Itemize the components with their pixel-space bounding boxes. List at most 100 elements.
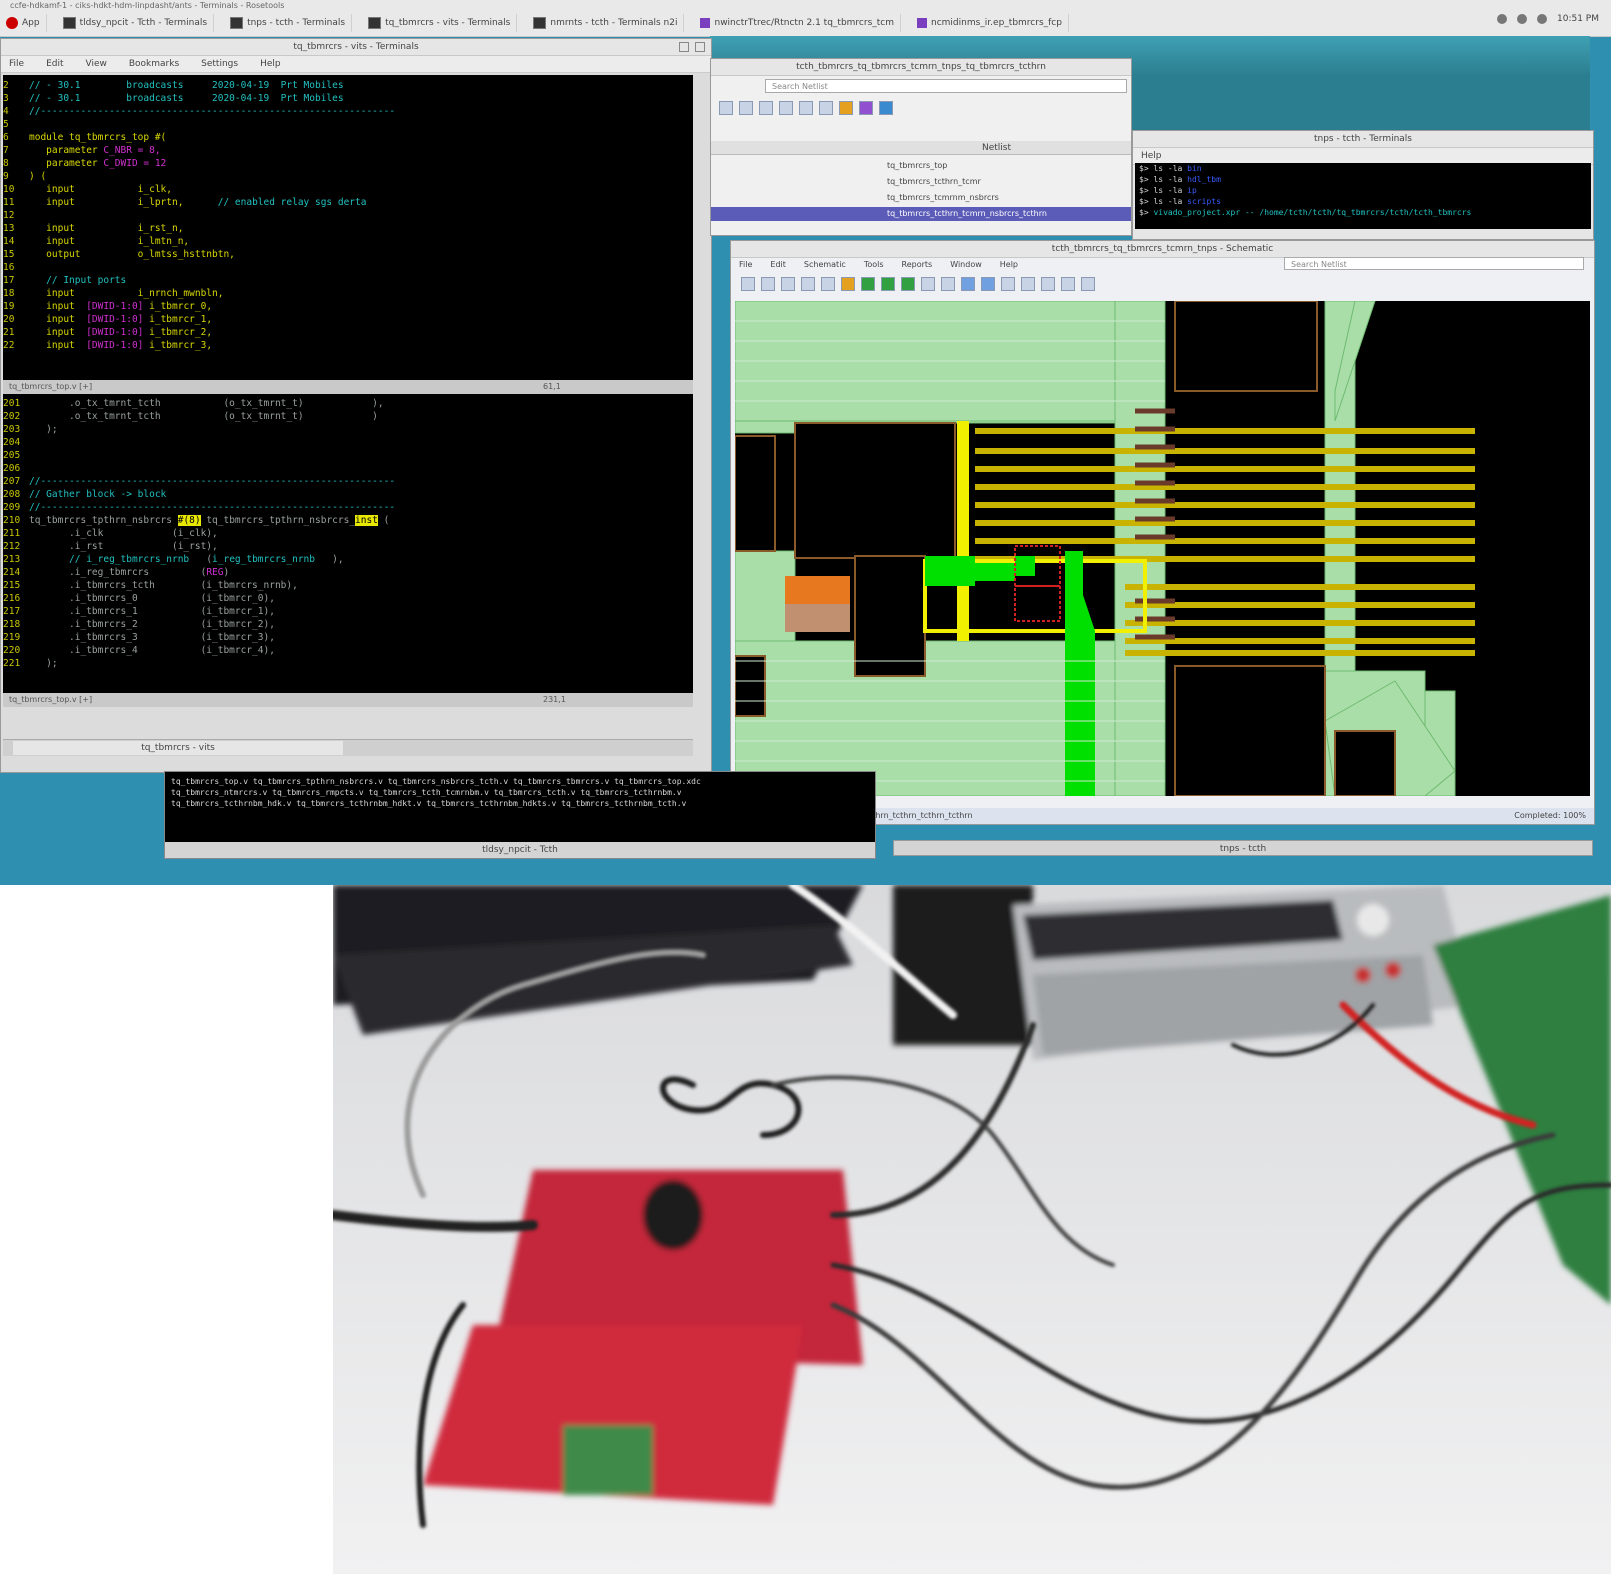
- forward-icon[interactable]: [821, 277, 835, 291]
- pin-icon[interactable]: [1081, 277, 1095, 291]
- netlist-row[interactable]: tq_tbmrcrs_tcmrnm_nsbrcrs: [887, 193, 999, 202]
- code-line[interactable]: 17 // Input ports: [3, 274, 126, 287]
- minimize-icon[interactable]: [679, 42, 689, 52]
- code-line[interactable]: 7 parameter C_NBR = 8,: [3, 144, 161, 157]
- refresh-icon[interactable]: [1001, 277, 1015, 291]
- zoom-out-icon[interactable]: [739, 101, 753, 115]
- code-line[interactable]: 215 .i_tbmrcrs_tcth (i_tbmrcrs_nrnb),: [3, 579, 298, 592]
- small-terminal-body[interactable]: $> ls -la bin$> ls -la hdl_tbm$> ls -la …: [1135, 163, 1591, 229]
- code-line[interactable]: 212 .i_rst (i_rst),: [3, 540, 218, 553]
- search-icon[interactable]: [819, 101, 833, 115]
- run-icon[interactable]: [861, 277, 875, 291]
- netlist-row[interactable]: tq_tbmrcrs_tcthrn_tcmr: [887, 177, 981, 186]
- code-line[interactable]: 214 .i_reg_tbmrcrs (REG): [3, 566, 229, 579]
- zoom-out-icon[interactable]: [761, 277, 775, 291]
- code-line[interactable]: 15 output o_lmtss_hsttnbtn,: [3, 248, 235, 261]
- schematic-title-bar[interactable]: tcth_tbmrcrs_tq_tbmrcrs_tcmrn_tnps - Sch…: [731, 241, 1594, 258]
- arrow-left-icon[interactable]: [921, 277, 935, 291]
- code-line[interactable]: 205: [3, 449, 29, 462]
- menu-item-file[interactable]: File: [9, 59, 25, 69]
- code-line[interactable]: 218 .i_tbmrcrs_2 (i_tbmrcr_2),: [3, 618, 275, 631]
- code-line[interactable]: 12: [3, 209, 29, 222]
- layout-icon[interactable]: [961, 277, 975, 291]
- editor-tab[interactable]: tq_tbmrcrs - vits: [13, 741, 343, 755]
- marker-icon[interactable]: [859, 101, 873, 115]
- pan-icon[interactable]: [799, 101, 813, 115]
- right-terminal-tab[interactable]: tnps - tcth: [893, 840, 1593, 856]
- code-line[interactable]: 220 .i_tbmrcrs_4 (i_tbmrcr_4),: [3, 644, 275, 657]
- code-line[interactable]: 204: [3, 436, 29, 449]
- small-terminal-window[interactable]: tnps - tcth - Terminals Help $> ls -la b…: [1132, 130, 1594, 240]
- menu-item-view[interactable]: View: [85, 59, 107, 69]
- code-line[interactable]: 13 input i_rst_n,: [3, 222, 183, 235]
- menu-item-schematic[interactable]: Schematic: [803, 259, 846, 269]
- code-line[interactable]: 217 .i_tbmrcrs_1 (i_tbmrcr_1),: [3, 605, 275, 618]
- task-button-2[interactable]: tnps - tcth - Terminals: [224, 14, 353, 32]
- route-icon[interactable]: [981, 277, 995, 291]
- menu-item-bookmarks[interactable]: Bookmarks: [128, 59, 180, 69]
- netlist-row[interactable]: tq_tbmrcrs_tcthrn_tcmrn_nsbrcrs_tcthrn: [711, 207, 1131, 221]
- menu-item-reports[interactable]: Reports: [901, 259, 933, 269]
- code-line[interactable]: 206: [3, 462, 29, 475]
- maximize-icon[interactable]: [695, 42, 705, 52]
- code-line[interactable]: 208// Gather block -> block: [3, 488, 166, 501]
- task-button-3[interactable]: tq_tbmrcrs - vits - Terminals: [362, 14, 518, 32]
- task-button-1[interactable]: tldsy_npcit - Tcth - Terminals: [57, 14, 215, 32]
- menu-item-settings[interactable]: Settings: [201, 59, 239, 69]
- undo-icon[interactable]: [1021, 277, 1035, 291]
- code-line[interactable]: 10 input i_clk,: [3, 183, 172, 196]
- code-line[interactable]: 216 .i_tbmrcrs_0 (i_tbmrcr_0),: [3, 592, 275, 605]
- netlist-title-bar[interactable]: tcth_tbmrcrs_tq_tbmrcrs_tcmrn_tnps_tq_tb…: [711, 59, 1131, 76]
- task-button-6[interactable]: ncmidinms_ir.ep_tbmrcrs_fcp: [911, 14, 1069, 32]
- settings-icon[interactable]: [841, 277, 855, 291]
- netlist-window[interactable]: tcth_tbmrcrs_tq_tbmrcrs_tcmrn_tnps_tq_tb…: [710, 58, 1132, 236]
- code-line[interactable]: 4//-------------------------------------…: [3, 105, 395, 118]
- code-line[interactable]: 219 .i_tbmrcrs_3 (i_tbmrcr_3),: [3, 631, 275, 644]
- arrow-right-icon[interactable]: [941, 277, 955, 291]
- highlight-icon[interactable]: [839, 101, 853, 115]
- code-line[interactable]: 201 .o_tx_tmrnt_tcth (o_tx_tmrnt_t) ),: [3, 397, 384, 410]
- redo-icon[interactable]: [1041, 277, 1055, 291]
- run-all-icon[interactable]: [901, 277, 915, 291]
- code-pane[interactable]: tq_tbmrcrs_top.v [+] 61,1 tq_tbmrcrs_top…: [3, 75, 693, 707]
- netlist-search-input[interactable]: Search Netlist: [765, 79, 1127, 93]
- code-line[interactable]: 2// - 30.1 broadcasts 2020-04-19 Prt Mob…: [3, 79, 344, 92]
- code-line[interactable]: 11 input i_lprtn, // enabled relay sgs d…: [3, 196, 366, 209]
- code-line[interactable]: 203 );: [3, 423, 58, 436]
- lower-terminal-window[interactable]: tq_tbmrcrs_top.v tq_tbmrcrs_tpthrn_nsbrc…: [164, 771, 876, 859]
- small-terminal-title-bar[interactable]: tnps - tcth - Terminals: [1133, 131, 1593, 148]
- code-line[interactable]: 211 .i_clk (i_clk),: [3, 527, 218, 540]
- route-icon[interactable]: [879, 101, 893, 115]
- select-icon[interactable]: [779, 101, 793, 115]
- code-line[interactable]: 3// - 30.1 broadcasts 2020-04-19 Prt Mob…: [3, 92, 344, 105]
- code-line[interactable]: 18 input i_nrnch_mwnbln,: [3, 287, 223, 300]
- code-line[interactable]: 5: [3, 118, 29, 131]
- volume-icon[interactable]: [1517, 14, 1527, 24]
- step-icon[interactable]: [881, 277, 895, 291]
- code-line[interactable]: 21 input [DWID-1:0] i_tbmrcr_2,: [3, 326, 212, 339]
- code-line[interactable]: 20 input [DWID-1:0] i_tbmrcr_1,: [3, 313, 212, 326]
- code-line[interactable]: 221 );: [3, 657, 58, 670]
- code-line[interactable]: 9) (: [3, 170, 46, 183]
- back-icon[interactable]: [801, 277, 815, 291]
- task-button-4[interactable]: nmrnts - tcth - Terminals n2i: [527, 14, 685, 32]
- lower-terminal-tab[interactable]: tldsy_npcit - Tcth: [165, 842, 875, 858]
- menu-item-help[interactable]: Help: [1141, 151, 1162, 161]
- menu-item-help[interactable]: Help: [260, 59, 281, 69]
- code-line[interactable]: 213 // i_reg_tbmrcrs_nrnb (i_reg_tbmrcrs…: [3, 553, 344, 566]
- zoom-in-icon[interactable]: [719, 101, 733, 115]
- code-line[interactable]: 8 parameter C_DWID = 12: [3, 157, 166, 170]
- code-line[interactable]: 14 input i_lmtn_n,: [3, 235, 189, 248]
- schematic-search-input[interactable]: Search Netlist: [1284, 257, 1584, 270]
- fit-icon[interactable]: [759, 101, 773, 115]
- menu-item-window[interactable]: Window: [950, 259, 982, 269]
- task-button-5[interactable]: nwinctrTtrec/Rtnctn 2.1 tq_tbmrcrs_tcm: [694, 14, 902, 32]
- menu-item-edit[interactable]: Edit: [46, 59, 64, 69]
- menu-item-file[interactable]: File: [739, 259, 753, 269]
- code-line[interactable]: 19 input [DWID-1:0] i_tbmrcr_0,: [3, 300, 212, 313]
- menu-item-help[interactable]: Help: [999, 259, 1019, 269]
- zoom-fit-icon[interactable]: [781, 277, 795, 291]
